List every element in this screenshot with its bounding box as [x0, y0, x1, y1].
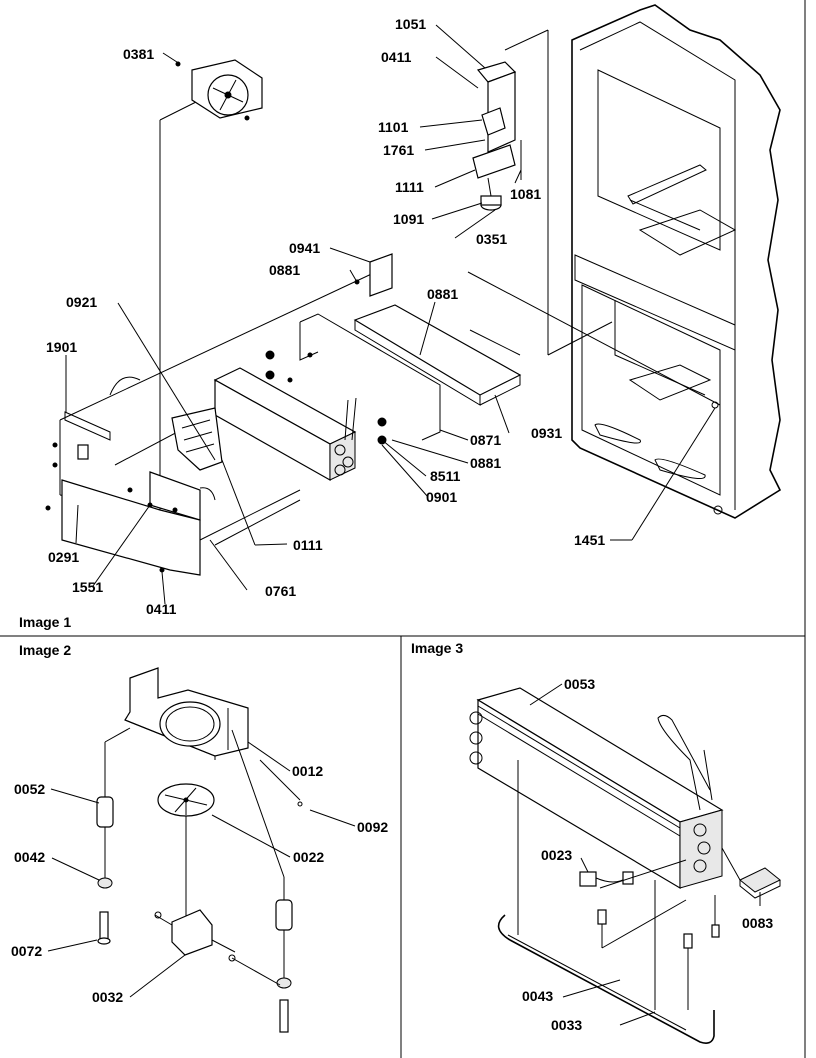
damper-assembly	[472, 61, 522, 211]
heater-clip	[721, 847, 781, 899]
part-label: 0871	[470, 432, 501, 448]
part-label: 0881	[470, 455, 501, 471]
fan-shroud	[124, 667, 249, 760]
motor-mount-hardware	[96, 727, 303, 1033]
evaporator-coil-detail	[469, 687, 724, 890]
panel-title-image2: Image 2	[19, 642, 71, 658]
part-label: 0053	[564, 676, 595, 692]
image3-callout-lines	[529, 683, 761, 1026]
fan-motor	[154, 816, 236, 962]
rear-panel	[45, 471, 301, 576]
evaporator-bracket	[265, 313, 441, 445]
part-label: 0921	[66, 294, 97, 310]
part-label: 8511	[430, 468, 461, 484]
drain-channel	[353, 304, 522, 406]
cover-plate	[354, 253, 393, 297]
part-label: 1761	[383, 142, 414, 158]
image2-callout-lines	[47, 741, 356, 998]
part-label: 0931	[531, 425, 562, 441]
part-label: 1111	[395, 179, 424, 195]
part-label: 0111	[293, 537, 323, 553]
part-label: 0092	[357, 819, 388, 835]
part-label: 0351	[476, 231, 507, 247]
defrost-heater	[497, 760, 715, 1044]
part-label: 0941	[289, 240, 320, 256]
part-label: 0083	[742, 915, 773, 931]
evaporator-fan-assembly	[175, 59, 263, 121]
part-label: 0052	[14, 781, 45, 797]
part-label: 0901	[426, 489, 457, 505]
part-label: 0023	[541, 847, 572, 863]
panel-title-image3: Image 3	[411, 640, 463, 656]
evaporator-coil	[213, 367, 357, 482]
evaporator-cover	[171, 407, 223, 471]
part-label: 0291	[48, 549, 79, 565]
image2-labels: 0052 0012 0092 0042 0022 0072 0032	[11, 763, 388, 1005]
part-label: 1101	[378, 119, 409, 135]
part-label: 1551	[72, 579, 103, 595]
fan-blade	[157, 783, 215, 817]
part-label: 0043	[522, 988, 553, 1004]
part-label: 0072	[11, 943, 42, 959]
part-label: 1091	[393, 211, 424, 227]
part-label: 0381	[123, 46, 154, 62]
part-label: 0032	[92, 989, 123, 1005]
image3-labels: 0053 0023 0083 0043 0033	[522, 676, 773, 1033]
part-label: 0012	[292, 763, 323, 779]
panel-title-image1: Image 1	[19, 614, 71, 630]
part-label: 0033	[551, 1017, 582, 1033]
part-label: 1451	[574, 532, 605, 548]
part-label: 1081	[510, 186, 541, 202]
refrigerator-cabinet	[571, 4, 782, 519]
image1-labels: 0381 1051 0411 1101 1761 1111 1081 1091 …	[46, 16, 605, 617]
heater-wire	[52, 376, 141, 468]
part-label: 0761	[265, 583, 296, 599]
part-label: 0022	[293, 849, 324, 865]
part-label: 0042	[14, 849, 45, 865]
part-label: 1901	[46, 339, 77, 355]
part-label: 0881	[427, 286, 458, 302]
heater-wiring	[579, 859, 720, 1010]
part-label: 1051	[395, 16, 426, 32]
part-label: 0411	[146, 601, 177, 617]
part-label: 0411	[381, 49, 412, 65]
part-label: 0881	[269, 262, 300, 278]
image1-callout-lines	[65, 24, 716, 605]
